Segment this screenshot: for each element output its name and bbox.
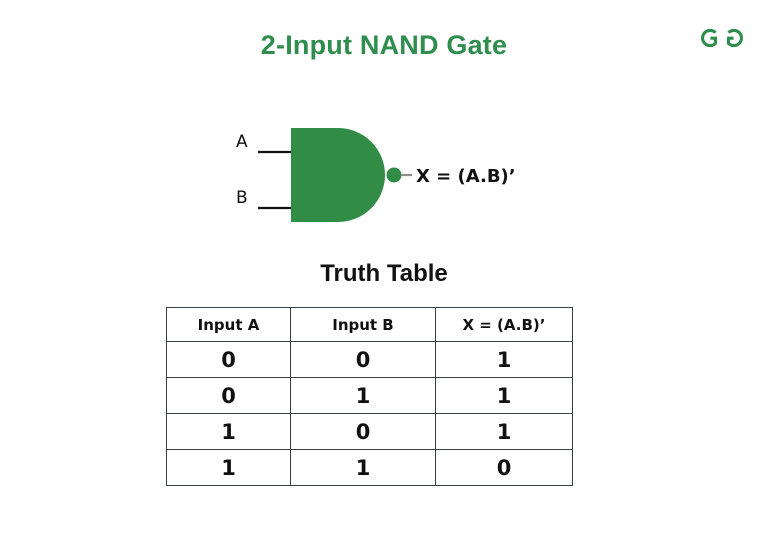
- truth-table-heading: Truth Table: [320, 260, 448, 287]
- column-header-input-a: Input A: [166, 307, 291, 342]
- gfg-logo-icon: [701, 28, 743, 48]
- cell-input-b: 1: [290, 449, 436, 486]
- cell-input-b: 1: [290, 377, 436, 414]
- column-header-output-x: X = (A.B)’: [435, 307, 573, 342]
- cell-input-a: 1: [166, 449, 291, 486]
- cell-input-a: 0: [166, 377, 291, 414]
- truth-table-body: 0 0 1 0 1 1 1 0 1 1 1 0: [166, 341, 573, 486]
- geeksforgeeks-logo: [698, 22, 746, 54]
- cell-output-x: 0: [435, 449, 573, 486]
- and-gate-body: [291, 128, 385, 222]
- table-row: 1 1 0: [166, 449, 573, 486]
- column-header-input-b: Input B: [290, 307, 436, 342]
- cell-output-x: 1: [435, 413, 573, 450]
- output-expression-label: X = (A.B)’: [416, 166, 516, 187]
- cell-input-a: 0: [166, 341, 291, 378]
- cell-input-b: 0: [290, 341, 436, 378]
- cell-input-a: 1: [166, 413, 291, 450]
- table-header-row: Input A Input B X = (A.B)’: [166, 307, 573, 342]
- table-row: 1 0 1: [166, 413, 573, 450]
- truth-table: Input A Input B X = (A.B)’ 0 0 1 0 1 1 1…: [166, 307, 573, 486]
- inversion-bubble: [386, 167, 402, 183]
- page-title: 2-Input NAND Gate: [260, 30, 508, 60]
- table-row: 0 1 1: [166, 377, 573, 414]
- input-b-label: B: [236, 188, 248, 208]
- nand-gate-diagram: A B X = (A.B)’: [0, 108, 768, 248]
- cell-output-x: 1: [435, 341, 573, 378]
- nand-gate-svg: [258, 128, 412, 222]
- table-row: 0 0 1: [166, 341, 573, 378]
- cell-output-x: 1: [435, 377, 573, 414]
- truth-table-head: Input A Input B X = (A.B)’: [166, 307, 573, 342]
- input-a-label: A: [236, 132, 248, 152]
- cell-input-b: 0: [290, 413, 436, 450]
